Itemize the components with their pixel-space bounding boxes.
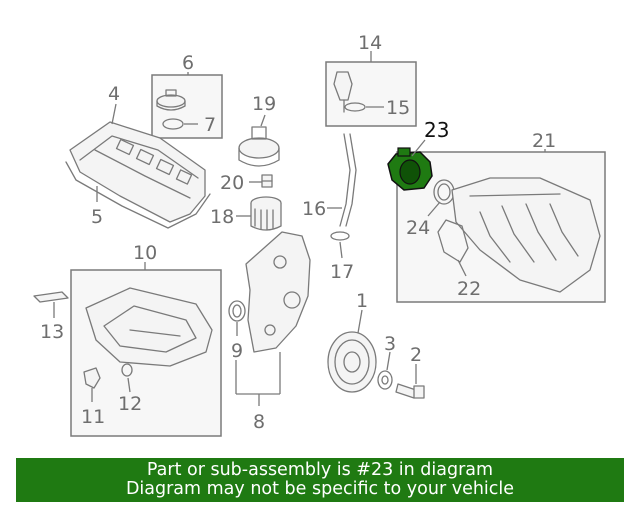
callout-7: 7 [204, 114, 216, 136]
oil-filler-cap-part[interactable] [156, 89, 186, 111]
callout-14: 14 [358, 32, 382, 54]
callout-2: 2 [410, 344, 422, 366]
callout-17: 17 [330, 261, 354, 283]
drain-plug-gasket-part[interactable] [121, 363, 133, 377]
callout-19: 19 [252, 93, 276, 115]
callout-21: 21 [532, 130, 556, 152]
callout-24: 24 [406, 217, 430, 239]
callout-9: 9 [231, 340, 243, 362]
oil-pan-baffle-part[interactable] [33, 291, 69, 303]
valve-cover-part[interactable] [69, 121, 206, 223]
intake-manifold-part[interactable] [451, 177, 601, 293]
pulley-washer-part[interactable] [377, 370, 393, 390]
callout-5: 5 [91, 206, 103, 228]
dipstick-tube-seal-part[interactable] [330, 231, 350, 241]
dipstick-tube-part[interactable] [339, 133, 357, 227]
oil-cooler-part[interactable] [238, 126, 280, 167]
banner-line-part-number: Part or sub-assembly is #23 in diagram [146, 460, 494, 480]
oil-pan-drain-plug-part[interactable] [83, 367, 101, 389]
valve-cover-gasket-part[interactable] [65, 161, 211, 229]
notice-banner: Part or sub-assembly is #23 in diagram D… [16, 458, 624, 502]
callout-13: 13 [40, 321, 64, 343]
callout-20: 20 [220, 172, 244, 194]
banner-line-disclaimer: Diagram may not be specific to your vehi… [125, 479, 515, 499]
callout-12: 12 [118, 393, 142, 415]
callout-11: 11 [81, 406, 105, 428]
dipstick-seal-part[interactable] [344, 102, 366, 112]
throttle-body-part[interactable] [387, 147, 433, 191]
oil-filter-part[interactable] [250, 196, 282, 231]
crankshaft-pulley-part[interactable] [327, 331, 377, 393]
oil-cooler-bolt-part[interactable] [261, 174, 273, 188]
callout-4: 4 [108, 83, 120, 105]
callout-22: 22 [457, 278, 481, 300]
front-crank-seal-part[interactable] [228, 300, 246, 322]
pulley-bolt-part[interactable] [395, 383, 425, 399]
dipstick-handle-part[interactable] [333, 71, 353, 113]
callout-18: 18 [210, 206, 234, 228]
timing-cover-part[interactable] [245, 231, 311, 353]
callout-3: 3 [384, 333, 396, 355]
oil-pan-part[interactable] [85, 287, 213, 367]
callout-6: 6 [182, 52, 194, 74]
callout-8: 8 [253, 411, 265, 433]
callout-15: 15 [386, 97, 410, 119]
callout-1: 1 [356, 290, 368, 312]
intake-manifold-gasket-part[interactable] [437, 219, 469, 263]
callout-23: 23 [424, 118, 449, 142]
callout-10: 10 [133, 242, 157, 264]
leader-lines [53, 51, 546, 406]
callout-16: 16 [302, 198, 326, 220]
oil-filler-seal-part[interactable] [162, 118, 184, 130]
